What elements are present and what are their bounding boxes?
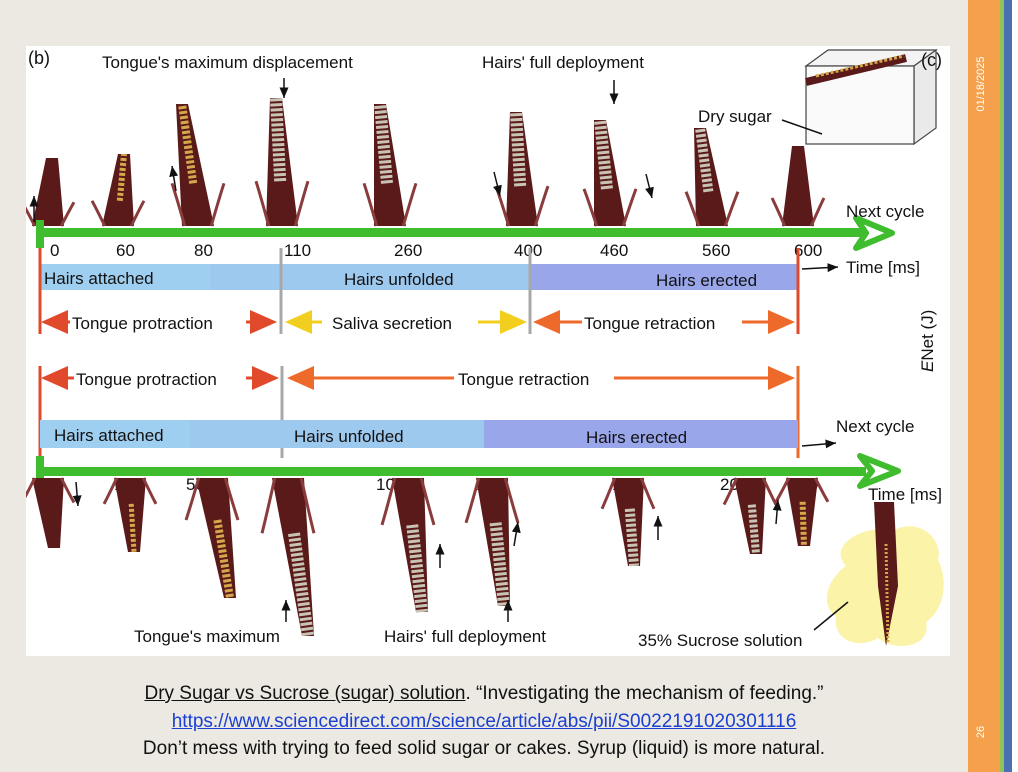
tongue-illustration (186, 478, 238, 598)
dry-sugar-label: Dry sugar (698, 107, 772, 126)
top-time-label: Time [ms] (846, 258, 920, 277)
bottom-phase-unfolded-label: Hairs unfolded (294, 427, 404, 446)
tongue-illustration (776, 478, 828, 546)
tongue-illustration (26, 158, 74, 226)
top-tick-label: 400 (514, 241, 542, 260)
tongue-illustration (172, 104, 224, 226)
bottom-stage-protraction: Tongue protraction (76, 370, 217, 389)
tongue-illustration (724, 478, 776, 554)
top-tick-label: 0 (50, 241, 59, 260)
tongue-illustration (602, 478, 654, 566)
source-link[interactable]: https://www.sciencedirect.com/science/ar… (172, 711, 797, 732)
top-next-cycle: Next cycle (846, 202, 924, 221)
top-phase-erected-label: Hairs erected (656, 271, 757, 290)
top-phase-unfolded-label: Hairs unfolded (344, 270, 454, 289)
bottom-motion-arrow (76, 482, 78, 506)
top-timeline-arrow (40, 228, 864, 237)
tongue-illustration (256, 98, 308, 226)
tongue-illustration (92, 154, 144, 226)
figure-svg: (b) (c) Dry sugar Tongue's maximum displ… (26, 46, 950, 656)
bottom-time-label: Time [ms] (868, 485, 942, 504)
top-stage-saliva: Saliva secretion (332, 314, 452, 333)
caption-note: Don’t mess with trying to feed solid sug… (0, 738, 968, 760)
tongue-illustration (584, 120, 636, 226)
tongue-illustration (686, 128, 738, 226)
caption-title-underlined: Dry Sugar vs Sucrose (sugar) solution (144, 683, 465, 704)
enet-italic: E (918, 360, 937, 372)
feeding-figure: (b) (c) Dry sugar Tongue's maximum displ… (26, 46, 950, 656)
bottom-tick-labels: 0105080100120180200220 (44, 475, 818, 494)
panel-c-label: (c) (921, 50, 942, 70)
top-time-arrow (802, 267, 838, 269)
sidebar-stripe-blue (1004, 0, 1012, 772)
tongue-illustration (466, 478, 518, 606)
panel-b-label: (b) (28, 48, 50, 68)
enet-axis-label: ENet (J) (918, 310, 937, 372)
top-tick-label: 560 (702, 241, 730, 260)
enet-rest: Net (J) (918, 310, 937, 361)
tongue-illustration (772, 146, 824, 226)
bottom-tongue-row (26, 478, 828, 636)
top-tick-label: 80 (194, 241, 213, 260)
bottom-next-cycle: Next cycle (836, 417, 914, 436)
bottom-phase-erected-label: Hairs erected (586, 428, 687, 447)
tongue-illustration (104, 478, 156, 552)
top-stage-retraction: Tongue retraction (584, 314, 715, 333)
caption-title-rest: . “Investigating the mechanism of feedin… (465, 683, 823, 704)
caption-url-line: https://www.sciencedirect.com/science/ar… (0, 711, 968, 733)
dry-sugar-inset (782, 50, 936, 144)
bottom-next-cycle-arrow (802, 443, 836, 446)
bottom-annotation-max: Tongue's maximum (134, 627, 280, 646)
sidebar-band (968, 0, 1000, 772)
top-motion-arrow (646, 174, 652, 198)
top-annotation-full-deployment: Hairs' full deployment (482, 53, 644, 72)
bottom-annotation-full-deployment: Hairs' full deployment (384, 627, 546, 646)
tongue-illustration (26, 478, 74, 548)
slide-number: 26 (975, 726, 987, 738)
top-tick-label: 460 (600, 241, 628, 260)
top-tick-label: 260 (394, 241, 422, 260)
bottom-stage-retraction: Tongue retraction (458, 370, 589, 389)
slide-date: 01/18/2025 (975, 56, 987, 111)
caption-title: Dry Sugar vs Sucrose (sugar) solution. “… (0, 683, 968, 705)
top-annotation-max-displacement: Tongue's maximum displacement (102, 53, 353, 72)
tongue-illustration (364, 104, 416, 226)
top-stage-protraction: Tongue protraction (72, 314, 213, 333)
sucrose-label: 35% Sucrose solution (638, 631, 802, 650)
top-tick-label: 60 (116, 241, 135, 260)
tongue-illustration (262, 478, 314, 636)
top-tick-label: 110 (284, 241, 311, 260)
bottom-phase-attached-label: Hairs attached (54, 426, 164, 445)
bottom-motion-arrow (514, 522, 518, 546)
top-phase-attached-label: Hairs attached (44, 269, 154, 288)
tongue-illustration (382, 478, 434, 612)
tongue-illustration (496, 112, 548, 226)
